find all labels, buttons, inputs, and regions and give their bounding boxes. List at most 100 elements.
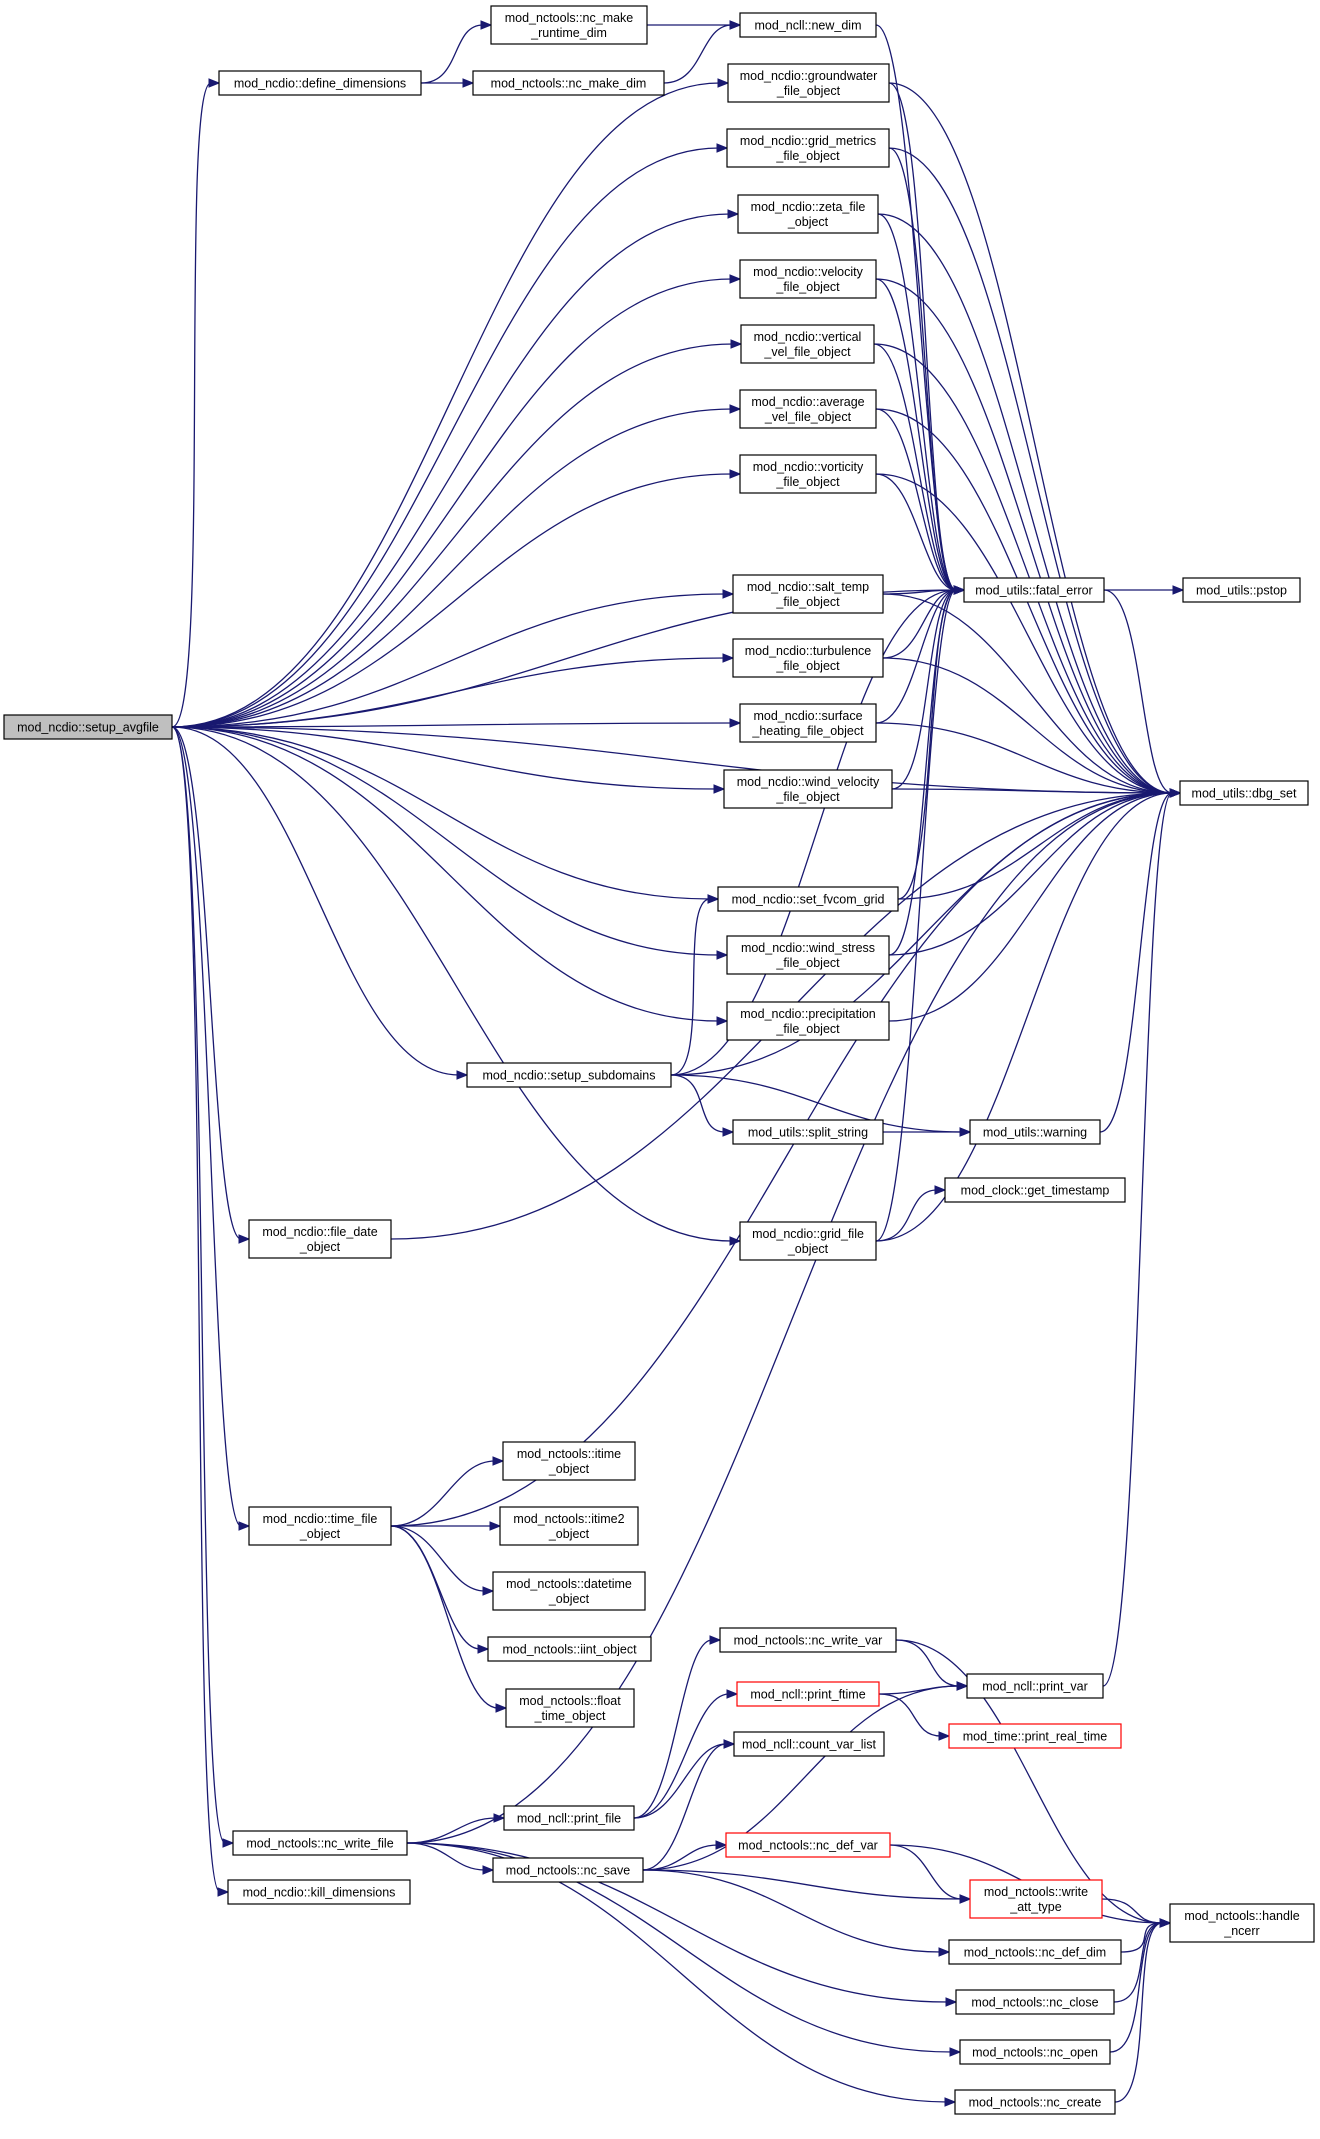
node-grid-file[interactable]: mod_ncdio::grid_file_object <box>739 1221 877 1261</box>
node-label: mod_ncdio::wind_velocity <box>737 775 880 789</box>
node-itime[interactable]: mod_nctools::itime_object <box>502 1441 636 1481</box>
node-label: _file_object <box>775 659 840 673</box>
node-nc-make-runtime-dim[interactable]: mod_nctools::nc_make_runtime_dim <box>490 5 648 45</box>
edge-print-file-to-nc-write-var <box>633 1635 722 1819</box>
node-box <box>736 1681 880 1707</box>
node-label: mod_nctools::nc_make_dim <box>491 77 647 91</box>
node-box <box>739 389 877 429</box>
node-label: _object <box>548 1462 590 1476</box>
node-nc-save[interactable]: mod_nctools::nc_save <box>492 1857 644 1883</box>
node-label: mod_nctools::write <box>984 1885 1088 1899</box>
node-new-dim[interactable]: mod_ncll::new_dim <box>739 12 877 38</box>
edge-setup-avgfile-to-average-vel <box>171 404 742 728</box>
node-setup-avgfile[interactable]: mod_ncdio::setup_avgfile <box>3 714 173 740</box>
edge-setup-avgfile-to-turbulence <box>171 653 735 728</box>
node-time-file[interactable]: mod_ncdio::time_file_object <box>248 1506 392 1546</box>
edge-surface-heating-to-fatal-error <box>875 585 966 724</box>
node-setup-subdomains[interactable]: mod_ncdio::setup_subdomains <box>466 1062 672 1088</box>
node-surface-heating[interactable]: mod_ncdio::surface_heating_file_object <box>739 703 877 743</box>
node-box <box>740 324 875 364</box>
node-iint[interactable]: mod_nctools::iint_object <box>487 1636 652 1662</box>
node-label: mod_ncdio::grid_file <box>752 1227 864 1241</box>
edge-nc-write-file-to-nc-close <box>406 1842 958 2007</box>
node-velocity[interactable]: mod_ncdio::velocity_file_object <box>739 259 877 299</box>
node-groundwater[interactable]: mod_ncdio::groundwater_file_object <box>727 63 890 103</box>
node-itime2[interactable]: mod_nctools::itime2_object <box>499 1506 639 1546</box>
node-nc-def-dim[interactable]: mod_nctools::nc_def_dim <box>948 1939 1122 1965</box>
node-label: mod_ncdio::set_fvcom_grid <box>732 893 885 907</box>
node-box <box>948 1723 1122 1749</box>
node-print-var[interactable]: mod_ncll::print_var <box>966 1673 1104 1699</box>
node-nc-make-dim[interactable]: mod_nctools::nc_make_dim <box>472 70 665 96</box>
node-box <box>739 703 877 743</box>
edge-grid-file-to-fatal-error <box>875 585 966 1242</box>
node-label: mod_nctools::nc_close <box>971 1996 1098 2010</box>
node-turbulence[interactable]: mod_ncdio::turbulence_file_object <box>732 638 884 678</box>
node-box <box>717 886 899 912</box>
node-label: mod_ncll::new_dim <box>755 19 862 33</box>
node-nc-close[interactable]: mod_nctools::nc_close <box>955 1989 1115 2015</box>
node-file-date[interactable]: mod_ncdio::file_date_object <box>248 1219 392 1259</box>
node-wind-velocity[interactable]: mod_ncdio::wind_velocity_file_object <box>723 769 893 809</box>
node-box <box>723 769 893 809</box>
node-label: mod_nctools::iint_object <box>502 1643 637 1657</box>
edge-setup-avgfile-to-vorticity <box>171 469 742 728</box>
node-print-ftime[interactable]: mod_ncll::print_ftime <box>736 1681 880 1707</box>
node-box <box>719 1627 897 1653</box>
edge-nc-def-var-to-write-att-type <box>889 1844 972 1904</box>
edge-setup-avgfile-to-dbg-set <box>171 726 1182 798</box>
node-nc-write-var[interactable]: mod_nctools::nc_write_var <box>719 1627 897 1653</box>
edge-salt-temp-to-dbg-set <box>882 593 1182 798</box>
node-pstop[interactable]: mod_utils::pstop <box>1182 577 1301 603</box>
node-label: _object <box>787 1242 829 1256</box>
node-wind-stress[interactable]: mod_ncdio::wind_stress_file_object <box>726 935 890 975</box>
node-label: mod_utils::dbg_set <box>1192 787 1297 801</box>
node-nc-def-var[interactable]: mod_nctools::nc_def_var <box>725 1832 891 1858</box>
node-label: mod_nctools::nc_def_dim <box>964 1946 1106 1960</box>
node-box <box>954 2089 1116 2115</box>
edge-print-var-to-dbg-set <box>1102 788 1182 1687</box>
node-warning[interactable]: mod_utils::warning <box>969 1119 1101 1145</box>
edge-setup-avgfile-to-setup-subdomains <box>171 726 469 1080</box>
node-count-var-list[interactable]: mod_ncll::count_var_list <box>733 1731 885 1757</box>
node-split-string[interactable]: mod_utils::split_string <box>732 1119 884 1145</box>
node-kill-dimensions[interactable]: mod_ncdio::kill_dimensions <box>227 1879 411 1905</box>
node-salt-temp[interactable]: mod_ncdio::salt_temp_file_object <box>732 574 884 614</box>
node-precipitation[interactable]: mod_ncdio::precipitation_file_object <box>726 1001 890 1041</box>
node-label: mod_utils::pstop <box>1196 584 1287 598</box>
edge-vertical-vel-to-dbg-set <box>873 343 1182 798</box>
edge-split-string-to-warning <box>882 1127 972 1137</box>
node-label: _file_object <box>775 149 840 163</box>
node-get-timestamp[interactable]: mod_clock::get_timestamp <box>944 1177 1126 1203</box>
node-print-file[interactable]: mod_ncll::print_file <box>503 1805 635 1831</box>
node-vertical-vel[interactable]: mod_ncdio::vertical_vel_file_object <box>740 324 875 364</box>
node-dbg-set[interactable]: mod_utils::dbg_set <box>1179 780 1309 806</box>
node-box <box>503 1805 635 1831</box>
node-float-time[interactable]: mod_nctools::float_time_object <box>505 1688 635 1728</box>
edge-nc-write-file-to-nc-create <box>406 1842 957 2107</box>
node-datetime[interactable]: mod_nctools::datetime_object <box>492 1571 646 1611</box>
edge-setup-avgfile-to-grid-metrics <box>171 143 729 728</box>
node-handle-ncerr[interactable]: mod_nctools::handle_ncerr <box>1169 1903 1315 1943</box>
node-box <box>726 1001 890 1041</box>
node-nc-write-file[interactable]: mod_nctools::nc_write_file <box>232 1830 408 1856</box>
node-fatal-error[interactable]: mod_utils::fatal_error <box>963 577 1105 603</box>
node-zeta-file[interactable]: mod_ncdio::zeta_file_object <box>737 194 879 234</box>
node-average-vel[interactable]: mod_ncdio::average_vel_file_object <box>739 389 877 429</box>
node-grid-metrics[interactable]: mod_ncdio::grid_metrics_file_object <box>726 128 890 168</box>
edge-vorticity-to-fatal-error <box>875 473 966 595</box>
node-vorticity[interactable]: mod_ncdio::vorticity_file_object <box>739 454 877 494</box>
node-print-real-time[interactable]: mod_time::print_real_time <box>948 1723 1122 1749</box>
node-nc-create[interactable]: mod_nctools::nc_create <box>954 2089 1116 2115</box>
edge-vertical-vel-to-fatal-error <box>873 343 966 595</box>
node-box <box>490 5 648 45</box>
node-set-fvcom-grid[interactable]: mod_ncdio::set_fvcom_grid <box>717 886 899 912</box>
node-label: mod_nctools::nc_save <box>506 1864 630 1878</box>
node-nc-open[interactable]: mod_nctools::nc_open <box>959 2039 1111 2065</box>
node-box <box>487 1636 652 1662</box>
node-label: _ncerr <box>1223 1924 1259 1938</box>
node-define-dimensions[interactable]: mod_ncdio::define_dimensions <box>218 70 422 96</box>
node-box <box>1169 1903 1315 1943</box>
edge-setup-avgfile-to-velocity <box>171 274 742 728</box>
node-write-att-type[interactable]: mod_nctools::write_att_type <box>969 1879 1103 1919</box>
